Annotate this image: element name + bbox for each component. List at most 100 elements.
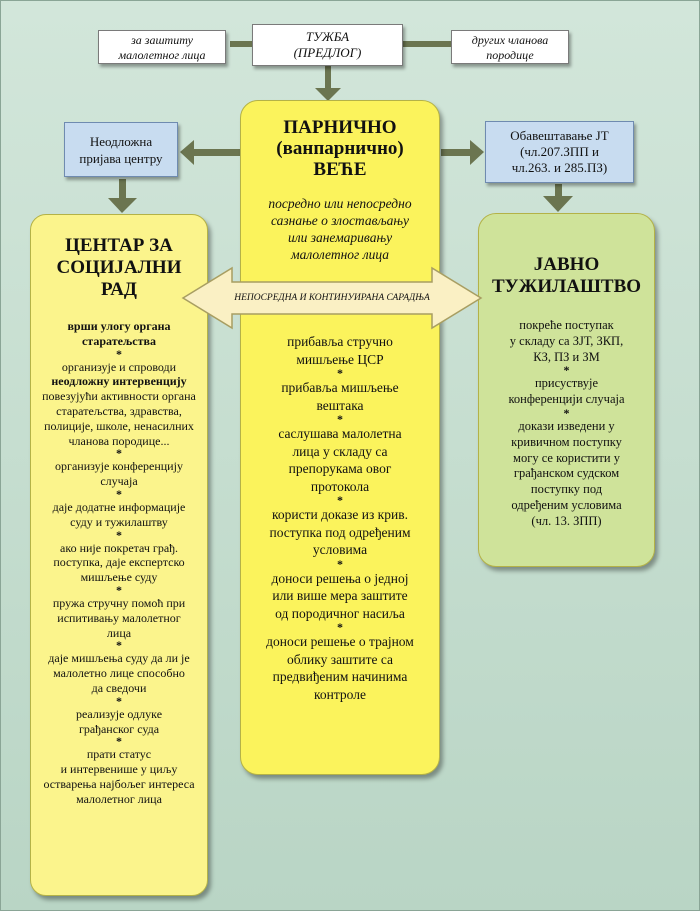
separator-star: * — [116, 582, 122, 597]
lawsuit-subtitle: (ПРЕДЛОГ) — [293, 45, 362, 60]
prosecutor-item-3-line-4: грађанском судском — [513, 466, 620, 481]
social-item-5-line-2: малолетно лице способно — [53, 666, 185, 681]
public-prosecutor-title: ЈАВНО ТУЖИЛАШТВО — [479, 254, 654, 298]
prosecutor-item-3-line-6: одређеним условима — [511, 497, 622, 512]
social-item-2-line-2: суду и тужилаштву — [70, 514, 168, 529]
social-work-title-1: ЦЕНТАР ЗА — [65, 235, 173, 256]
family-members-label: других чланова породице — [451, 30, 569, 64]
prosecutor-item-2-line-2: конференцији случаја — [508, 392, 625, 407]
social-item-4-line-1: пружа стручну помоћ при — [52, 595, 186, 610]
prosecutor-items: покреће поступак у складу са ЗЈТ, ЗКП, К… — [479, 318, 654, 530]
cooperation-label: НЕПОСРЕДНА И КОНТИНУИРАНА САРАДЊА — [234, 293, 430, 303]
notify-prosecutor-line-2: (чл.207.ЗПП и — [520, 144, 599, 159]
urgent-report-line-1: Неодложна — [89, 134, 153, 149]
separator-star: * — [337, 366, 343, 380]
separator-star: * — [116, 527, 122, 542]
civil-item-2-line-1: прибавља мишљење — [281, 380, 399, 395]
civil-council-subtitle-3: или занемаривању — [287, 230, 393, 245]
separator-star: * — [116, 346, 122, 361]
intervention-line-1: организује и спроводи — [61, 359, 177, 374]
separator-star: * — [116, 693, 122, 708]
social-item-7-line-2: и интервенише у циљу — [60, 762, 178, 777]
separator-star: * — [337, 412, 343, 426]
separator-star: * — [337, 493, 343, 507]
prosecutor-item-2-line-1: присуствује — [534, 376, 599, 391]
civil-item-4-line-2: поступка под одређеним — [269, 524, 411, 540]
civil-council-subtitle: посредно или непосредно сазнање о злоста… — [241, 195, 439, 263]
civil-item-4-line-3: условима — [312, 542, 368, 557]
civil-item-6-line-1: доноси решење о трајном — [266, 634, 414, 649]
civil-item-5-line-1: доноси решења о једној — [271, 570, 409, 586]
arrowhead-cswork — [108, 198, 137, 213]
separator-star: * — [337, 620, 343, 634]
connector-center-rightblue — [441, 149, 471, 156]
urgent-report-line-2: пријава центру — [79, 151, 163, 166]
separator-star: * — [116, 446, 122, 461]
separator-star: * — [563, 363, 570, 378]
social-item-7-line-1: прати статус — [86, 747, 152, 762]
arrowhead-tuzba-center — [315, 88, 341, 101]
civil-item-3-line-3: препорукама овог — [288, 461, 392, 476]
social-item-7-line-4: малолетног лица — [76, 791, 162, 806]
notify-prosecutor-line-1: Обавештавање ЈТ — [510, 128, 609, 143]
lawsuit-box: ТУЖБА (ПРЕДЛОГ) — [252, 24, 403, 66]
intervention-line-6: чланова породице... — [68, 433, 170, 448]
social-item-6-line-1: реализује одлуке — [75, 706, 163, 721]
separator-star: * — [116, 734, 122, 749]
civil-item-3-line-4: протокола — [310, 478, 370, 494]
civil-council-title-2: (ванпарнично) — [276, 138, 404, 159]
family-members-line-2: породице — [486, 48, 534, 62]
civil-item-1-line-1: прибавља стручно — [287, 334, 393, 349]
social-item-1-line-1: организује конференцију — [55, 459, 183, 474]
social-item-4-line-3: лица — [106, 625, 132, 640]
notify-prosecutor-line-3: чл.263. и 285.ПЗ) — [511, 160, 608, 175]
civil-council-subtitle-4: малолетног лица — [290, 247, 389, 262]
cooperation-arrow-shape — [181, 266, 483, 330]
arrowhead-prosecutor — [543, 196, 573, 212]
connector-center-leftblue — [190, 149, 242, 156]
separator-star: * — [563, 405, 570, 420]
public-prosecutor-box: ЈАВНО ТУЖИЛАШТВО покреће поступак у скла… — [478, 213, 655, 567]
civil-item-6-line-4: контроле — [314, 686, 366, 702]
prosecutor-item-1-line-2: у складу са ЗЈТ, ЗКП, — [509, 333, 624, 348]
prosecutor-item-3-line-1: докази изведени у — [518, 418, 615, 433]
family-members-line-1: других чланова — [471, 33, 549, 47]
civil-item-5-line-2: или више мера заштите — [272, 588, 408, 603]
social-work-items: врши улогу органа старатељства * организ… — [31, 319, 207, 807]
civil-item-2-line-2: вештака — [316, 397, 364, 413]
connector-tuzba-center — [325, 64, 331, 90]
social-item-3-line-1: ако није покретач грађ. — [60, 540, 178, 555]
civil-council-subtitle-1: посредно или непосредно — [268, 196, 412, 211]
connector-rightblue-prosecutor — [555, 184, 562, 198]
prosecutor-title-1: ЈАВНО — [533, 254, 600, 275]
social-item-5-line-1: даје мишљења суду да ли је — [48, 651, 190, 666]
civil-item-3-line-2: лица у складу са — [292, 443, 388, 459]
social-work-center-box: ЦЕНТАР ЗА СОЦИЈАЛНИ РАД врши улогу орган… — [30, 214, 208, 896]
protection-minor-line-2: малолетног лица — [118, 48, 206, 62]
civil-item-5-line-3: од породичног насиља — [275, 605, 405, 621]
social-item-6-line-2: грађанског суда — [78, 721, 160, 736]
civil-item-3-line-1: саслушава малолетна — [278, 426, 402, 441]
social-item-3-line-2: поступка, даје експертско — [53, 555, 185, 570]
prosecutor-item-3-line-5: поступку под — [530, 482, 603, 497]
protection-minor-line-1: за заштиту — [131, 33, 193, 47]
civil-council-title-3: ВЕЋЕ — [313, 159, 367, 180]
civil-council-box: ПАРНИЧНО (ванпарнично) ВЕЋЕ посредно или… — [240, 100, 440, 775]
civil-council-items: прибавља стручно мишљење ЦСР * прибавља … — [241, 333, 439, 703]
intervention-line-3: повезујући активности органа — [42, 389, 196, 404]
social-item-5-line-3: да сведочи — [91, 680, 147, 695]
connector-leftblue-cswork — [119, 179, 126, 199]
prosecutor-item-3-line-2: кривичном поступку — [511, 434, 622, 449]
guardian-role-line-1: врши улогу органа — [67, 319, 171, 333]
guardian-role-line-2: старатељства — [81, 333, 156, 348]
civil-council-title: ПАРНИЧНО (ванпарнично) ВЕЋЕ — [241, 117, 439, 180]
social-item-2-line-1: даје додатне информације — [52, 499, 186, 514]
intervention-line-5: полиције, школе, ненасилних — [44, 418, 194, 433]
prosecutor-title-2: ТУЖИЛАШТВО — [491, 276, 642, 297]
separator-star: * — [116, 638, 122, 653]
prosecutor-item-3-line-3: могу се користити у — [513, 450, 620, 465]
intervention-line-4: старатељства, здравства, — [56, 403, 182, 418]
prosecutor-item-1-line-3: КЗ, ПЗ и ЗМ — [533, 349, 600, 364]
civil-item-6-line-2: облику заштите са — [287, 651, 393, 667]
civil-item-4-line-1: користи доказе из крив. — [272, 507, 408, 522]
